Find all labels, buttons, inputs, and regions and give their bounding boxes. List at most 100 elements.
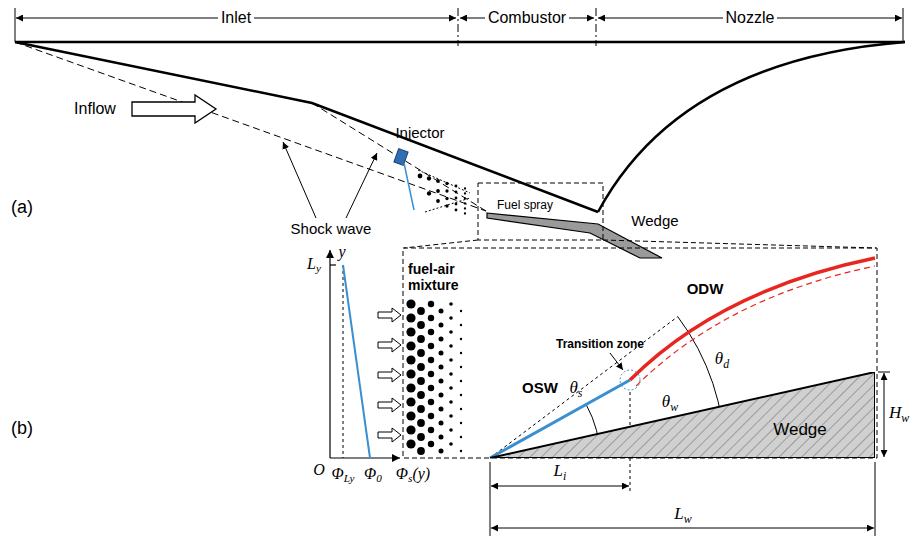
flow-arrow	[378, 368, 401, 382]
fuel-droplet	[460, 450, 462, 452]
fuel-droplet	[417, 321, 425, 329]
fuel-droplet	[460, 436, 462, 438]
spray-dot	[455, 191, 458, 194]
section-divider	[596, 8, 597, 46]
detail-box	[403, 248, 877, 458]
wedge-label: Wedge	[773, 420, 827, 440]
panel-label: (a)	[11, 197, 33, 218]
dimension-lines	[490, 372, 890, 536]
axis-label: y	[338, 243, 345, 261]
leader-arrow	[346, 153, 377, 218]
fuel-droplet	[428, 329, 434, 335]
angle-label: θs	[570, 378, 583, 400]
wave-label: OSW	[522, 379, 558, 396]
fuel-droplet	[417, 405, 425, 413]
axis-label: Φs(y)	[396, 465, 430, 485]
tick	[15, 8, 16, 42]
fuel-droplet	[439, 421, 444, 426]
angle-label: θw	[662, 392, 678, 414]
shock-wave	[15, 42, 486, 211]
fuel-droplet	[449, 414, 453, 418]
spray-dot	[464, 207, 466, 209]
spray-dot	[445, 189, 448, 192]
region-label: fuel-air mixture	[408, 261, 480, 293]
fuel-droplet	[439, 351, 444, 356]
fuel-droplet	[406, 299, 415, 308]
oblique-detonation	[630, 258, 875, 380]
section-divider	[458, 8, 459, 46]
fuel-air-dots	[406, 299, 462, 455]
dimension-label: Hw	[889, 403, 909, 425]
fuel-droplet	[417, 349, 425, 357]
tick	[878, 372, 890, 373]
axis-label: Φ0	[364, 465, 382, 485]
zoom-line	[603, 240, 876, 248]
fuel-droplet	[460, 366, 462, 368]
cowl-wall	[15, 41, 905, 44]
spray-dot	[418, 174, 423, 179]
spray-boundary	[425, 198, 470, 212]
part-label: Injector	[395, 124, 444, 141]
fuel-droplet	[406, 397, 415, 406]
axis-label: Ly	[307, 255, 321, 275]
fuel-droplet	[428, 315, 434, 321]
fuel-droplet	[449, 358, 453, 362]
fuel-droplet	[406, 327, 415, 336]
spray-dot	[455, 203, 458, 206]
zoom-box	[478, 183, 603, 240]
spray-dot	[445, 182, 448, 185]
fuel-droplet	[449, 344, 453, 348]
part-label: Fuel spray	[497, 199, 553, 213]
fuel-droplet	[449, 302, 453, 306]
fuel-droplet	[428, 399, 434, 405]
spray-dot	[464, 187, 466, 189]
fuel-droplet	[428, 343, 434, 349]
fuel-droplet	[449, 400, 453, 404]
fuel-droplet	[406, 411, 415, 420]
spray-dot	[455, 209, 458, 212]
axis-tick	[330, 264, 336, 265]
ramp-wall	[15, 42, 598, 212]
flow-label: Inflow	[74, 100, 116, 118]
profile-plot	[330, 250, 400, 458]
fuel-droplet	[406, 313, 415, 322]
injector-jet	[404, 163, 414, 210]
panel-label: (b)	[11, 418, 33, 439]
fuel-droplet	[449, 316, 453, 320]
callout-label: Transition zone	[556, 338, 644, 352]
fuel-droplet	[428, 357, 434, 363]
tick	[875, 462, 876, 536]
fuel-droplet	[417, 419, 425, 427]
shock-wave	[312, 103, 486, 211]
inflow-arrow	[132, 95, 216, 123]
fuel-droplet	[460, 394, 462, 396]
spray-dot	[464, 212, 466, 214]
spray-dot	[464, 202, 466, 204]
fuel-droplet	[449, 442, 453, 446]
dimension-arrow	[884, 373, 885, 457]
angle-label: θd	[715, 349, 729, 371]
flow-arrow	[378, 428, 401, 442]
fuel-droplet	[439, 309, 444, 314]
dimension-label: Lw	[674, 504, 691, 526]
dimension-arrow	[491, 486, 629, 487]
fuel-droplet	[406, 369, 415, 378]
fuel-droplet	[417, 447, 425, 455]
dimension-lines	[15, 8, 903, 46]
fuel-droplet	[439, 407, 444, 412]
fuel-droplet	[439, 365, 444, 370]
spray-dot	[464, 192, 466, 194]
fuel-droplet	[428, 427, 434, 433]
fuel-droplet	[439, 393, 444, 398]
section-name: Combustor	[485, 9, 569, 27]
fuel-droplet	[449, 386, 453, 390]
spray-dot	[427, 176, 431, 180]
fuel-droplet	[417, 391, 425, 399]
fuel-droplet	[428, 385, 434, 391]
fuel-droplet	[439, 379, 444, 384]
spray-dot	[436, 189, 440, 193]
spray-dot	[445, 197, 448, 200]
fuel-droplet	[439, 449, 444, 454]
dimension-arrow	[491, 528, 874, 529]
